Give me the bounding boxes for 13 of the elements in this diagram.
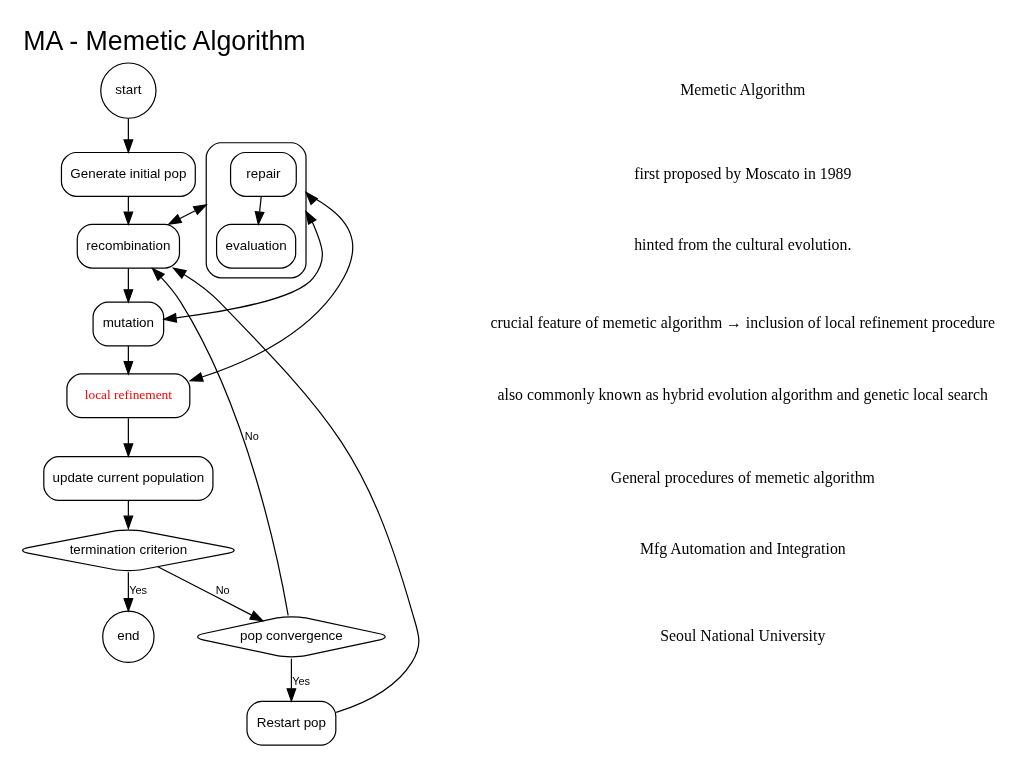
label: crucial feature of memetic algorithm → inclusion of local refinement procedure bbox=[490, 313, 996, 331]
diagram-title: MA - Memetic Algorithm bbox=[23, 25, 306, 56]
edge-label: Yes bbox=[292, 674, 311, 687]
label: Mfg Automation and Integration bbox=[639, 539, 846, 557]
label: hinted from the cultural evolution. bbox=[634, 235, 852, 253]
label: General procedures of memetic algorithm bbox=[610, 468, 875, 486]
label: also commonly known as hybrid evolution algorithm and genetic local search bbox=[497, 385, 989, 403]
label: Seoul National University bbox=[660, 626, 826, 644]
edge-label: No bbox=[215, 583, 230, 596]
edge-label: No bbox=[244, 429, 259, 442]
edge-label: Yes bbox=[129, 583, 148, 596]
label: first proposed by Moscato in 1989 bbox=[634, 164, 852, 182]
label: Memetic Algorithm bbox=[680, 80, 806, 98]
